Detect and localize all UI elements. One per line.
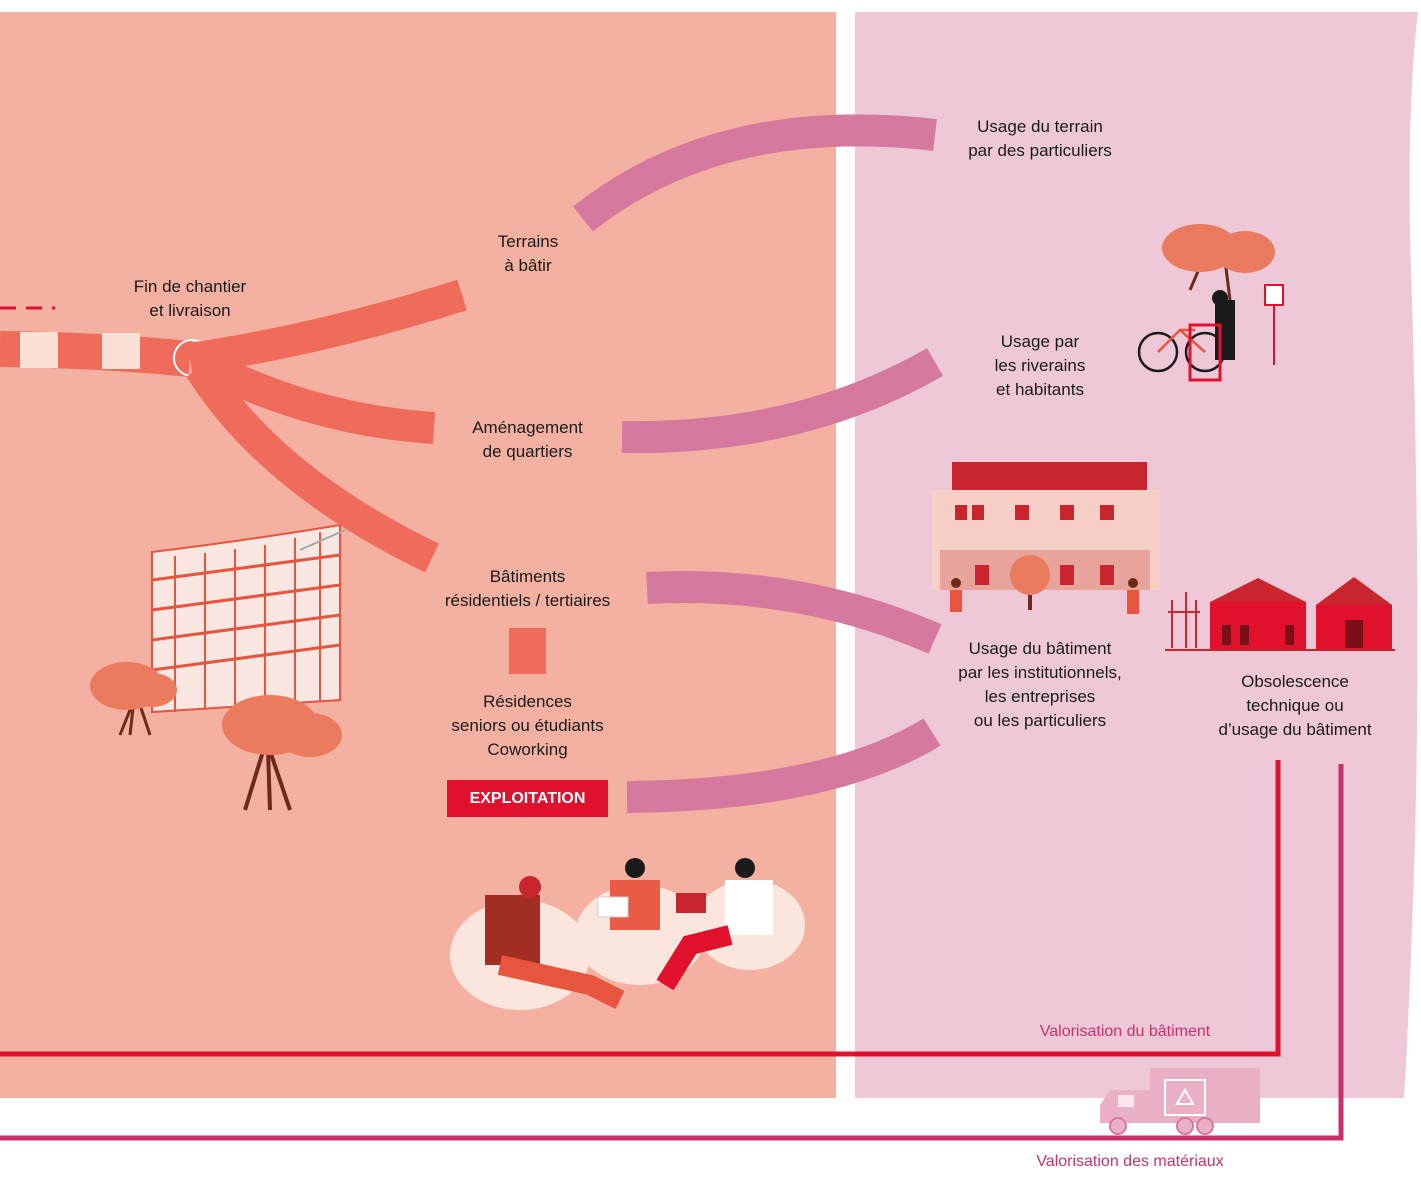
label-usage-riverains: Usage par les riverains et habitants <box>994 332 1086 399</box>
apartment-building-icon <box>932 462 1160 610</box>
branch-terrains <box>187 279 467 375</box>
exploitation-badge: EXPLOITATION <box>447 780 608 817</box>
recycling-truck-icon <box>1100 1068 1260 1135</box>
label-fin-chantier: Fin de chantier et livraison <box>133 277 247 320</box>
label-terrains: Terrains à bâtir <box>497 232 559 275</box>
label-valorisation-batiment: Valorisation du bâtiment <box>1039 1023 1211 1040</box>
coworking-people-icon <box>450 858 805 1010</box>
label-batiments: Bâtiments résidentiels / tertiaires <box>444 567 611 610</box>
branch-amenagement <box>192 347 436 444</box>
pink-flow-batiment <box>646 571 942 654</box>
residences-connector <box>509 628 546 674</box>
label-amenagement: Aménagement de quartiers <box>472 418 583 461</box>
pink-flow-terrain <box>573 114 937 232</box>
branch-batiments <box>186 359 439 573</box>
label-usage-terrain: Usage du terrain par des particuliers <box>968 117 1112 160</box>
building-construction-icon <box>151 523 346 714</box>
tree-icon <box>90 662 177 736</box>
label-valorisation-materiaux: Valorisation des matériaux <box>1036 1153 1224 1170</box>
valorisation-materiaux-line <box>0 764 1344 1141</box>
pink-flow-amenagement <box>621 348 944 454</box>
timeline-segment-2 <box>102 333 140 369</box>
tree-icon <box>222 695 342 811</box>
pink-flow-exploitation <box>626 718 941 813</box>
people-icon <box>950 578 1139 614</box>
timeline-segment-1 <box>20 332 58 368</box>
valorisation-batiment-line <box>0 760 1281 1057</box>
bicycle-icon <box>1137 224 1284 382</box>
label-obsolescence: Obsolescence technique ou d’usage du bât… <box>1218 672 1372 739</box>
label-residences: Résidences seniors ou étudiants Coworkin… <box>451 692 604 759</box>
old-building-icon <box>1165 577 1395 651</box>
label-usage-batiment: Usage du bâtiment par les institutionnel… <box>958 639 1122 730</box>
